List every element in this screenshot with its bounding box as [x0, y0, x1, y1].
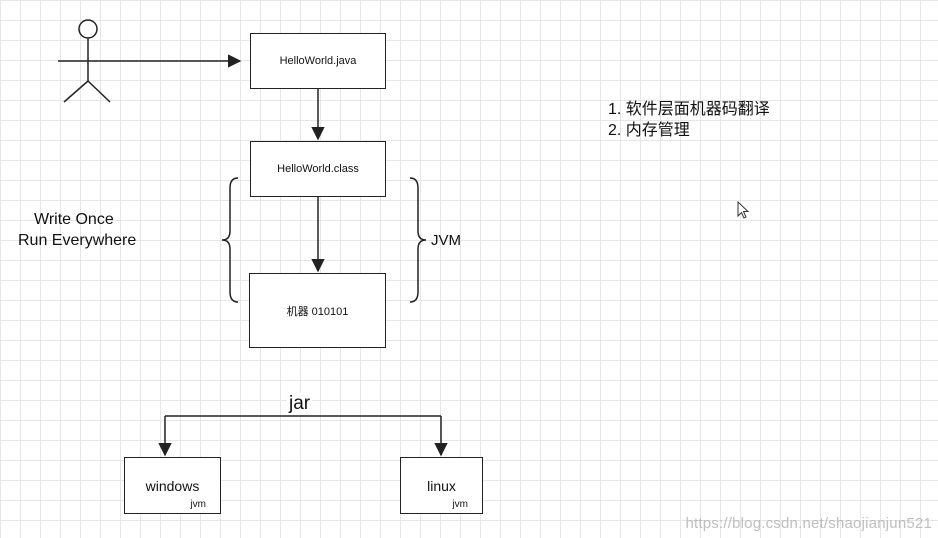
stick-figure-icon	[58, 19, 117, 103]
machine-code-label: 机器 010101	[286, 305, 349, 318]
watermark-text: https://blog.csdn.net/shaojianjun521	[685, 515, 932, 532]
windows-env-box[interactable]: windows jvm	[124, 457, 221, 514]
right-curly-brace	[409, 177, 427, 303]
note-item: 2. 内存管理	[608, 122, 690, 139]
machine-code-box[interactable]: 机器 010101	[249, 273, 386, 348]
notes-list: 1. 软件层面机器码翻译 2. 内存管理	[608, 99, 770, 141]
bytecode-file-box[interactable]: HelloWorld.class	[250, 141, 386, 197]
note-item: 1. 软件层面机器码翻译	[608, 101, 770, 118]
linux-env-name: linux	[427, 478, 456, 494]
jvm-label: JVM	[431, 232, 461, 249]
linux-env-box[interactable]: linux jvm	[400, 457, 483, 514]
left-curly-brace	[221, 177, 239, 303]
jar-label: jar	[287, 393, 313, 415]
source-file-label: HelloWorld.java	[279, 55, 357, 67]
bytecode-file-label: HelloWorld.class	[277, 163, 359, 175]
source-file-box[interactable]: HelloWorld.java	[250, 33, 386, 89]
slogan-line-2: Run Everywhere	[18, 232, 137, 249]
linux-env-jvm: jvm	[452, 499, 468, 510]
windows-env-jvm: jvm	[190, 499, 206, 510]
slogan-line-1: Write Once	[34, 211, 114, 228]
mouse-pointer-icon	[737, 200, 750, 219]
windows-env-name: windows	[145, 478, 200, 494]
